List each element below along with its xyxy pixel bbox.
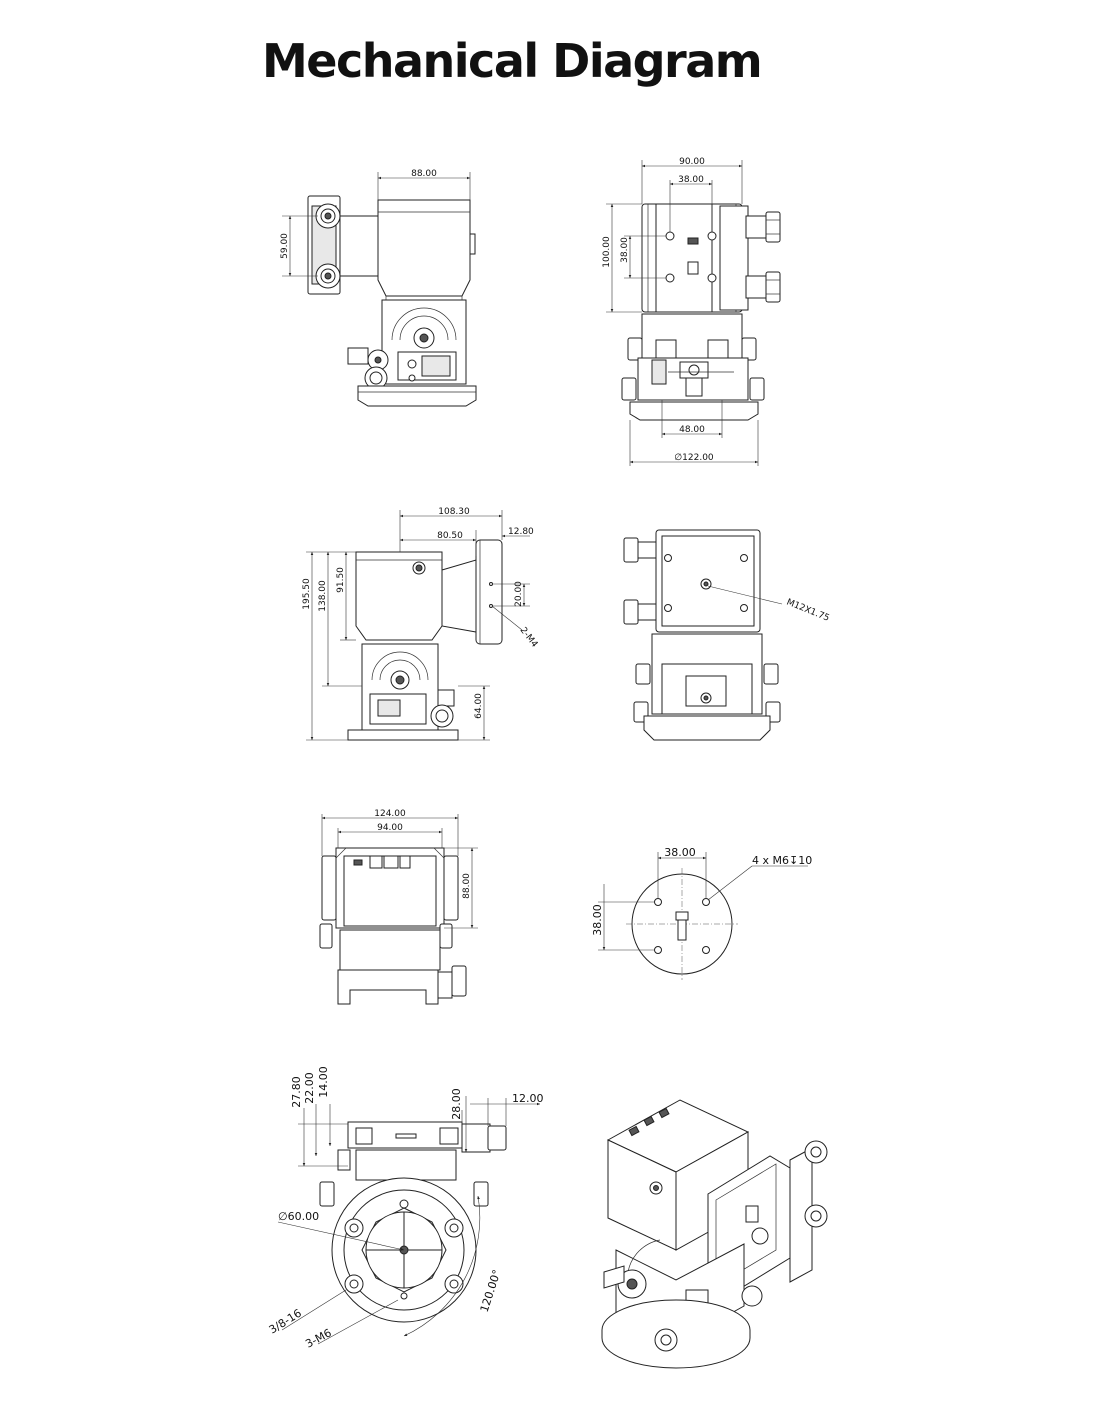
dim-head-height: 91.50 xyxy=(336,567,346,593)
hole-callout: 4 x M6↧10 xyxy=(752,854,812,867)
dim-angle: 120.00° xyxy=(478,1268,504,1314)
dim-h3: 14.00 xyxy=(317,1066,330,1098)
thread-callout: M12X1.75 xyxy=(785,598,831,624)
thread-large: 3/8-16 xyxy=(267,1307,304,1337)
isometric-view xyxy=(601,1099,828,1369)
dim-height: 100.00 xyxy=(602,236,612,268)
dim-h4: 28.00 xyxy=(450,1088,463,1120)
dim-offset: 80.50 xyxy=(437,531,463,541)
dim-diameter: ∅60.00 xyxy=(278,1210,319,1223)
dim-inner-width: 94.00 xyxy=(377,823,403,833)
dim-base-height: 64.00 xyxy=(474,693,484,719)
front-view: 90.00 38.00 100.00 38.00 48.00 ∅122.00 xyxy=(602,157,781,466)
dim-h1: 27.80 xyxy=(290,1076,303,1108)
dim-base-span: 48.00 xyxy=(679,425,705,435)
top-view: 124.00 94.00 88.00 xyxy=(319,809,478,1005)
thread-small: 3-M6 xyxy=(303,1326,333,1350)
rear-view: M12X1.75 xyxy=(623,529,831,741)
dim-width: 88.00 xyxy=(411,169,437,179)
dim-total-height: 195.50 xyxy=(302,578,312,610)
mount-plate-view: 38.00 38.00 4 x M6↧10 xyxy=(591,846,812,980)
dim-h5: 12.00 xyxy=(512,1092,544,1105)
dim-base-diameter: ∅122.00 xyxy=(674,453,714,463)
dim-depth: 88.00 xyxy=(462,873,472,899)
dim-outer-width: 124.00 xyxy=(374,809,406,819)
left-side-view: 88.00 59.00 xyxy=(280,169,477,407)
page-title: Mechanical Diagram xyxy=(262,34,763,88)
dim-spacing-x: 38.00 xyxy=(664,846,696,859)
dim-inner-height: 38.00 xyxy=(620,237,630,263)
side-profile-view: 108.30 80.50 12.80 195.50 138.00 91.50 2… xyxy=(302,507,540,741)
hole-callout: 2-M4 xyxy=(518,626,540,650)
dim-width: 90.00 xyxy=(679,157,705,167)
dim-hole-spacing: 20.00 xyxy=(514,581,524,607)
dim-h2: 22.00 xyxy=(303,1072,316,1104)
dim-upper-height: 138.00 xyxy=(318,580,328,612)
dim-inner-width: 38.00 xyxy=(678,175,704,185)
dim-spacing-y: 38.00 xyxy=(591,904,604,936)
dim-length: 108.30 xyxy=(438,507,470,517)
dim-thickness: 12.80 xyxy=(508,527,534,537)
dim-height: 59.00 xyxy=(280,233,290,259)
bottom-view: 27.80 22.00 14.00 28.00 12.00 ∅60.00 120… xyxy=(267,1066,544,1350)
